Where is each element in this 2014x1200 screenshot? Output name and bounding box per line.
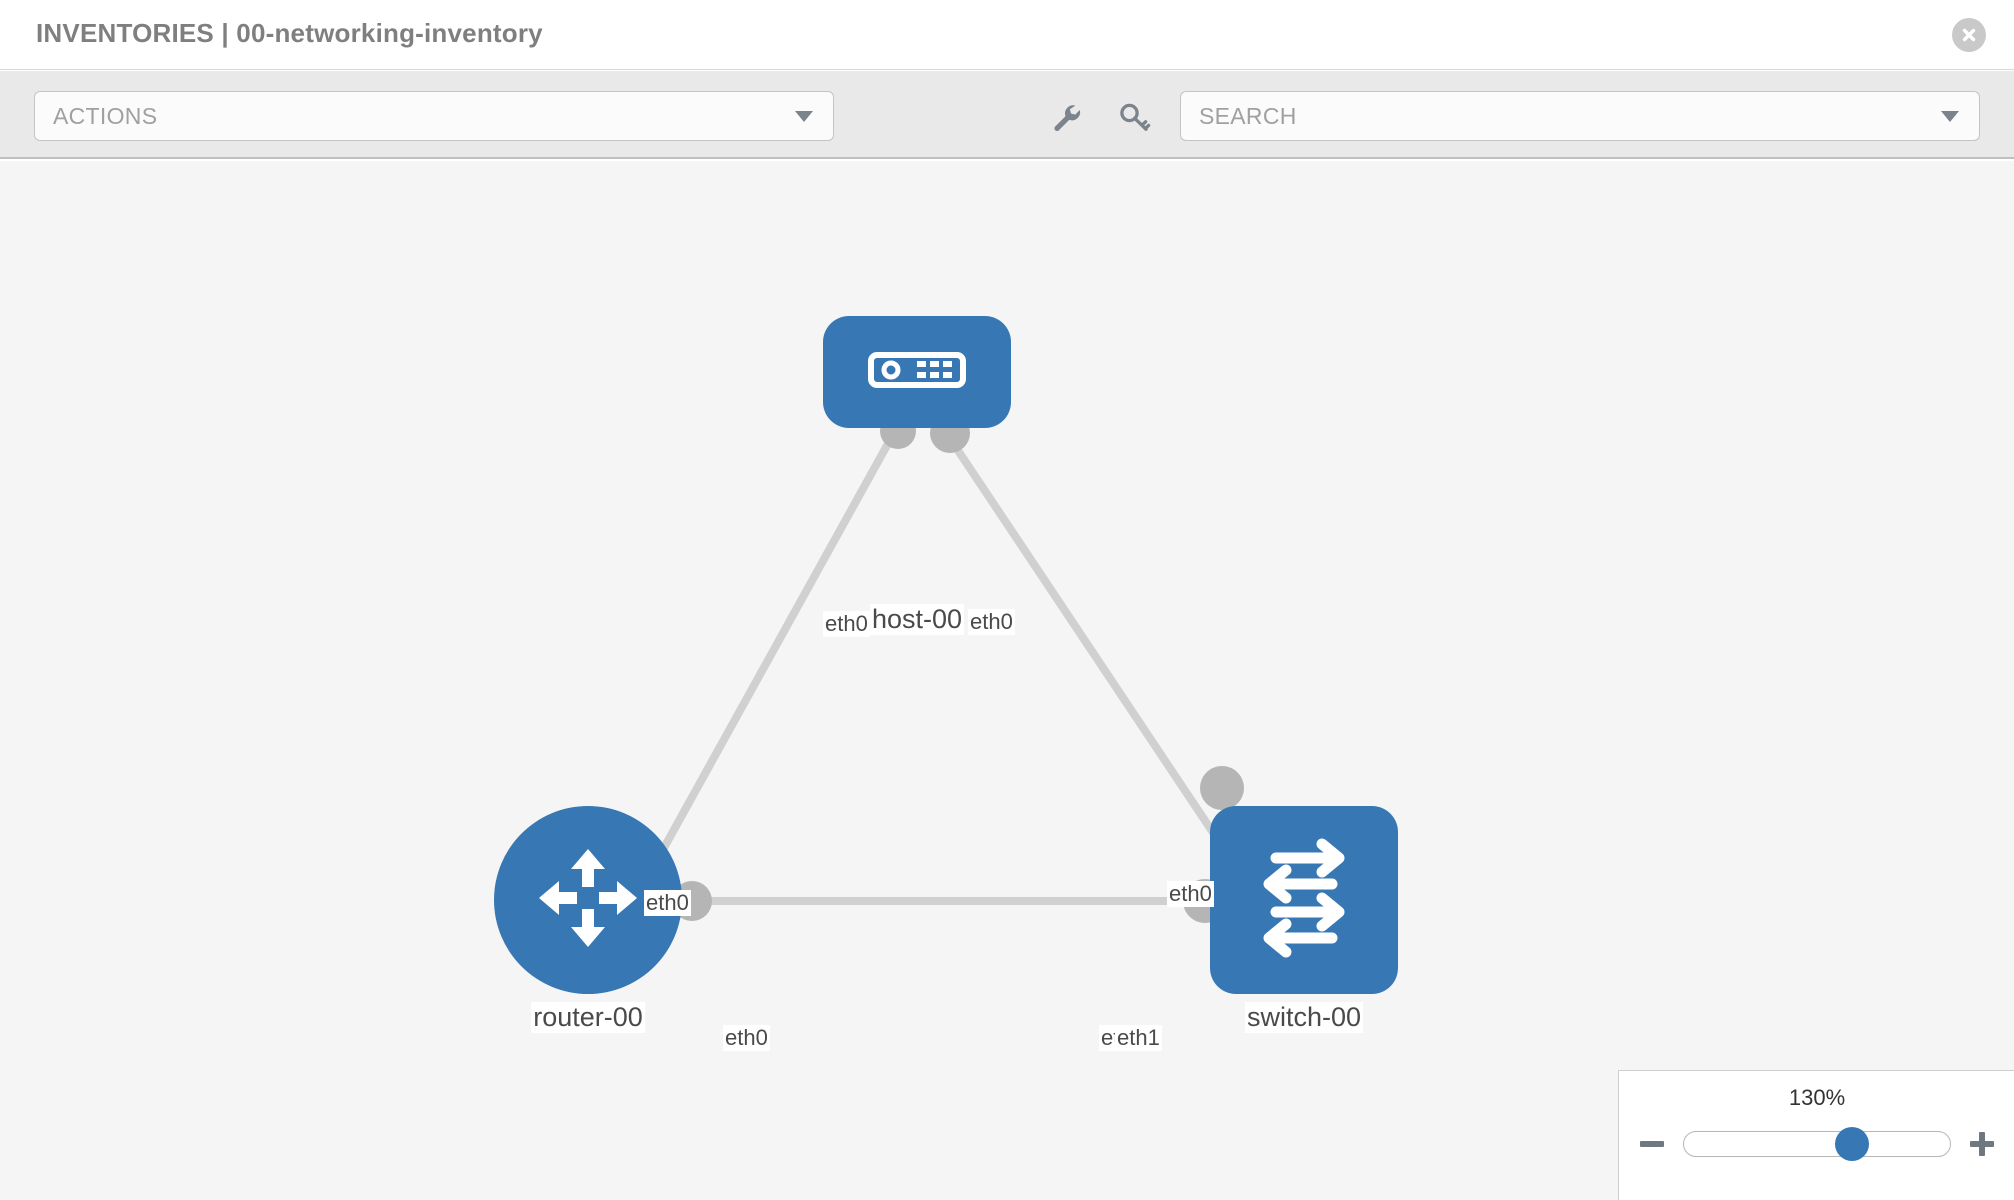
node-router-00-label: router-00 xyxy=(531,1002,645,1033)
switch-arrows-icon xyxy=(1242,836,1366,965)
zoom-out-button[interactable] xyxy=(1635,1127,1669,1161)
search-input[interactable]: SEARCH xyxy=(1180,91,1980,141)
chevron-down-icon xyxy=(1941,110,1959,122)
node-switch-00-label: switch-00 xyxy=(1244,1002,1364,1033)
link-label-host-left: eth0 xyxy=(823,611,870,637)
node-host-00[interactable]: host-00 xyxy=(823,316,1011,635)
link-host-router xyxy=(646,429,899,875)
node-host-00-shape[interactable] xyxy=(823,316,1011,428)
server-icon xyxy=(867,345,967,400)
actions-dropdown-label: ACTIONS xyxy=(53,102,158,129)
node-host-00-label: host-00 xyxy=(869,604,965,635)
topology-canvas[interactable]: host-00 xyxy=(0,161,2014,1200)
zoom-level-value: 130% xyxy=(1788,1085,1846,1110)
link-label-router-right: eth0 xyxy=(723,1025,770,1051)
link-label-switch-left: eth1 xyxy=(1115,1025,1162,1051)
zoom-control-panel: 130% xyxy=(1618,1070,2014,1200)
node-switch-00-shape[interactable] xyxy=(1210,806,1398,994)
actions-dropdown[interactable]: ACTIONS xyxy=(34,91,834,141)
toolbar: ACTIONS SEARCH xyxy=(0,71,2014,159)
topology-links xyxy=(646,428,1236,905)
zoom-slider-thumb[interactable] xyxy=(1834,1127,1869,1161)
page-title: INVENTORIES | 00-networking-inventory xyxy=(36,18,543,48)
wrench-icon[interactable] xyxy=(1050,101,1084,135)
link-label-switch-up: eth0 xyxy=(1167,881,1214,907)
close-icon xyxy=(1959,25,1979,45)
search-input-placeholder: SEARCH xyxy=(1199,102,1297,129)
close-button[interactable] xyxy=(1952,18,1986,52)
router-arrows-icon xyxy=(525,835,651,966)
chevron-down-icon xyxy=(795,110,813,122)
page-header: INVENTORIES | 00-networking-inventory xyxy=(0,0,2014,70)
zoom-in-button[interactable] xyxy=(1965,1127,1999,1161)
link-label-host-right: eth0 xyxy=(968,609,1015,635)
node-switch-00[interactable]: switch-00 xyxy=(1210,806,1398,1033)
link-label-router-up: eth0 xyxy=(644,890,691,916)
topology-graph: host-00 xyxy=(0,161,2014,1200)
port-switch-up[interactable] xyxy=(1200,766,1244,810)
zoom-slider[interactable] xyxy=(1683,1127,1951,1161)
key-icon[interactable] xyxy=(1118,101,1152,135)
zoom-slider-row xyxy=(1619,1121,2014,1167)
link-host-switch xyxy=(941,428,1236,864)
